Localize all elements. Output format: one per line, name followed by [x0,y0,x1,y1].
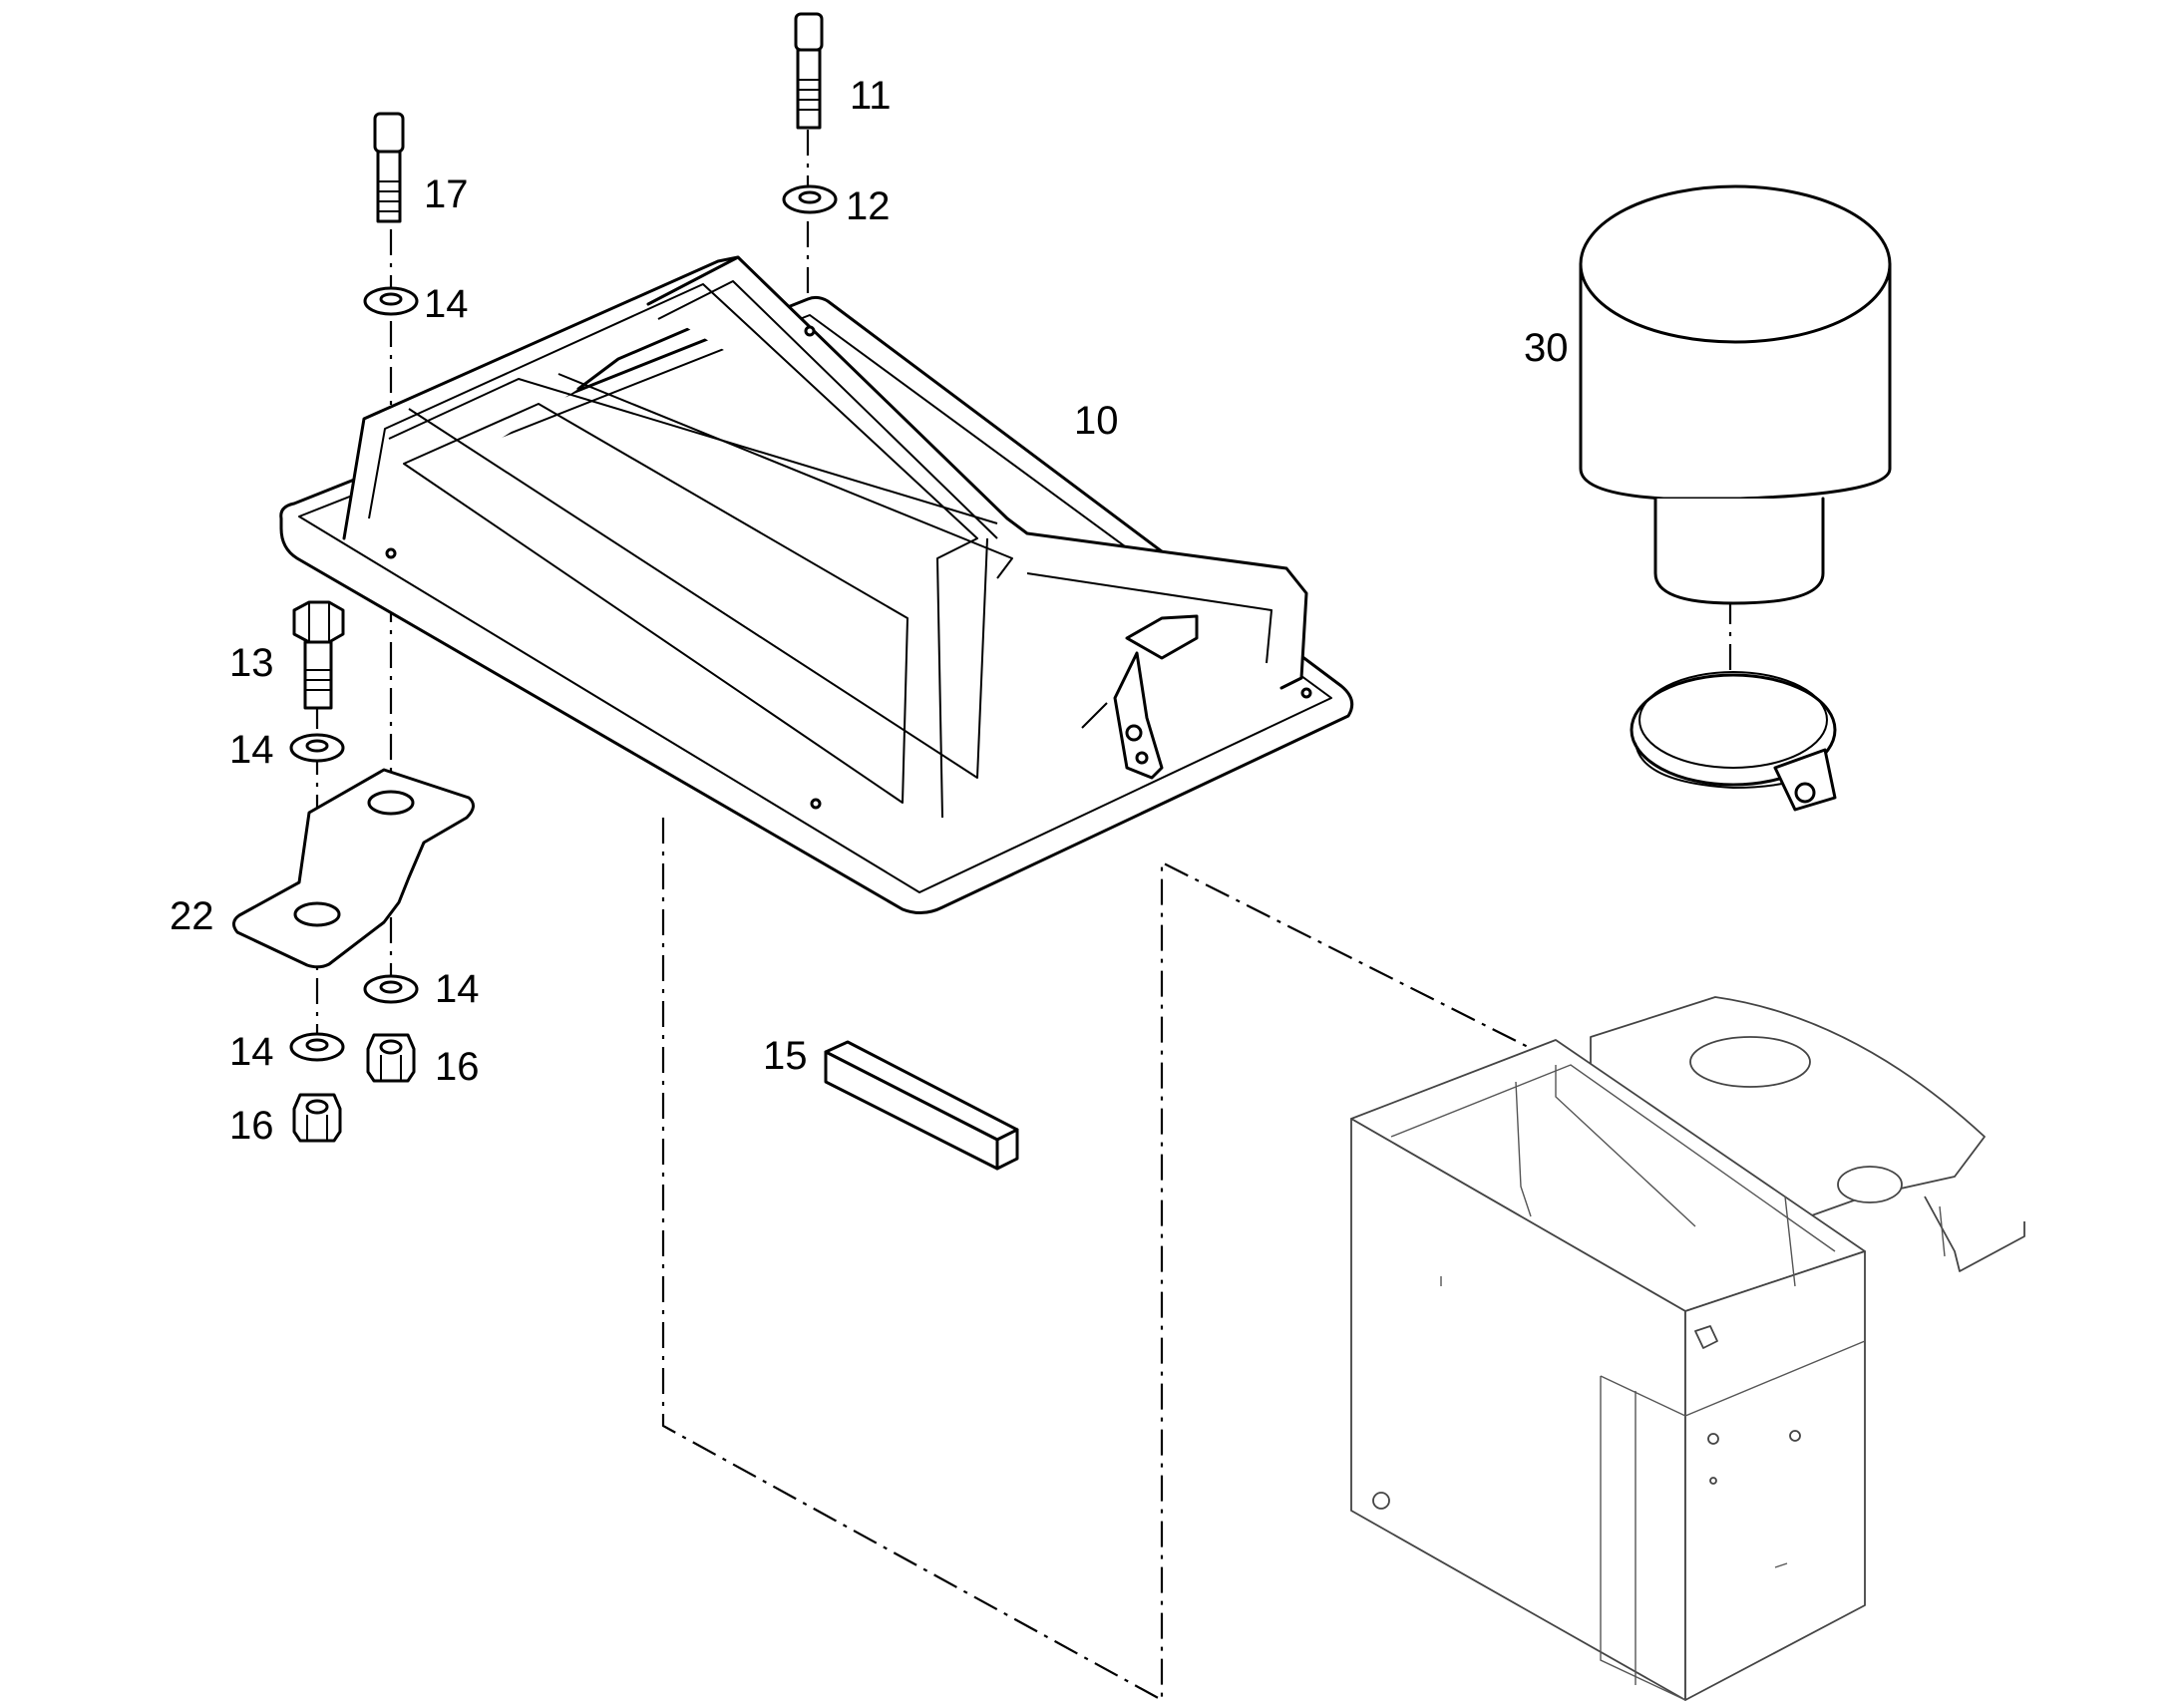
callout-15: 15 [763,1034,808,1078]
washer-14-right [363,974,419,1004]
air-filter-30 [1579,184,1892,605]
callout-14-top: 14 [424,282,469,326]
housing [1350,996,2025,1701]
callout-11: 11 [850,74,892,118]
callout-17: 17 [424,172,469,216]
washer-12 [782,184,838,214]
cover-frame-10 [279,255,1354,914]
callout-16-bottom: 16 [229,1104,274,1148]
callout-16-right: 16 [435,1045,480,1089]
foam-block-15 [824,1040,1019,1171]
hex-nut-16-bottom [292,1093,342,1143]
callouts: 11 12 17 14 10 30 13 14 22 14 14 16 16 1… [170,74,1569,1148]
cap-screw-17 [373,112,405,223]
bracket-22 [232,768,475,969]
callout-14-bottom: 14 [229,1030,274,1074]
callout-14-mid: 14 [229,728,274,772]
callout-30: 30 [1524,326,1569,370]
washer-14-mid [289,733,345,763]
callout-14-right: 14 [435,967,480,1011]
hex-nut-16-right [366,1033,416,1083]
washer-14-top [363,286,419,316]
callout-13: 13 [229,641,274,685]
hose-clamp [1630,671,1837,812]
callout-10: 10 [1074,399,1119,443]
washer-14-bottom [289,1032,345,1062]
cap-screw-11 [794,12,824,130]
callout-22: 22 [170,894,214,938]
hex-bolt-13 [292,600,345,710]
callout-12: 12 [846,184,891,228]
